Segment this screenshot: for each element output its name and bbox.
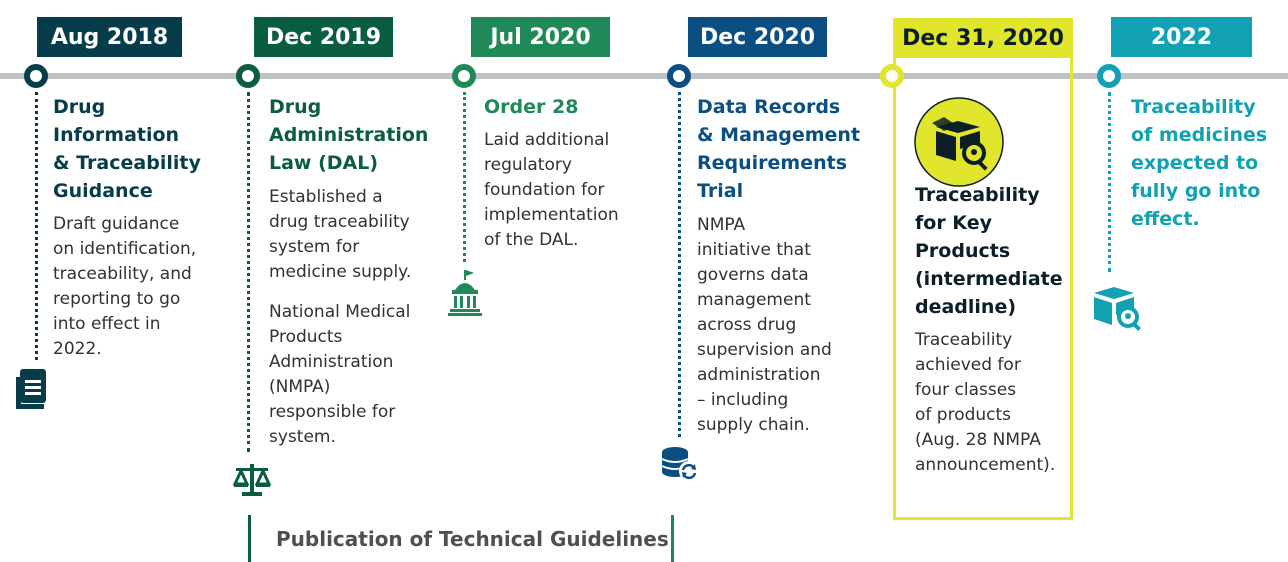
connector-dots — [463, 92, 466, 262]
bracket-left — [248, 515, 251, 562]
milestone-description-secondary: National Medical Products Administration… — [269, 302, 411, 447]
connector-dots — [247, 92, 250, 452]
timeline-node-dec-31-2020 — [880, 64, 904, 88]
milestone-title: Traceability of medicines expected to fu… — [1131, 96, 1268, 230]
milestone-description: Draft guidance on identification, tracea… — [53, 214, 197, 359]
milestone-description: Laid additional regulatory foundation fo… — [484, 130, 619, 250]
date-badge-2022: 2022 — [1111, 17, 1252, 57]
milestone-title: Data Records & Management Requirements T… — [697, 96, 861, 202]
milestone-title: Drug Information & Traceability Guidance — [53, 96, 201, 202]
bracket-right — [671, 515, 674, 562]
milestone-description: Established a drug traceability system f… — [269, 187, 412, 282]
date-badge-dec-2019: Dec 2019 — [254, 17, 393, 57]
publication-label: Publication of Technical Guidelines — [276, 527, 669, 551]
capitol-icon — [448, 270, 482, 316]
milestone-title: Order 28 — [484, 96, 579, 118]
document-icon — [16, 369, 46, 409]
milestone-title: Drug Administration Law (DAL) — [269, 96, 429, 174]
timeline-node-dec-2020 — [667, 64, 691, 88]
date-badge-dec-2020: Dec 2020 — [688, 17, 827, 57]
database-sync-icon — [661, 447, 699, 481]
date-badge-jul-2020: Jul 2020 — [471, 17, 610, 57]
date-badge-dec-31-2020: Dec 31, 2020 — [893, 18, 1073, 58]
connector-dots — [35, 92, 38, 360]
timeline-line — [0, 73, 1288, 79]
timeline-node-2022 — [1097, 64, 1121, 88]
milestone-description: NMPA initiative that governs data manage… — [697, 215, 832, 435]
timeline-node-aug-2018 — [24, 64, 48, 88]
scales-icon — [232, 464, 272, 496]
milestone-title: Traceability for Key Products (intermedi… — [915, 184, 1063, 318]
date-badge-aug-2018: Aug 2018 — [37, 17, 182, 57]
timeline-node-dec-2019 — [236, 64, 260, 88]
box-search-icon — [914, 97, 1004, 187]
connector-dots — [678, 92, 681, 437]
timeline-node-jul-2020 — [452, 64, 476, 88]
connector-dots — [1108, 92, 1111, 272]
milestone-description: Traceability achieved for four classes o… — [915, 330, 1056, 475]
box-search-icon — [1094, 287, 1141, 331]
